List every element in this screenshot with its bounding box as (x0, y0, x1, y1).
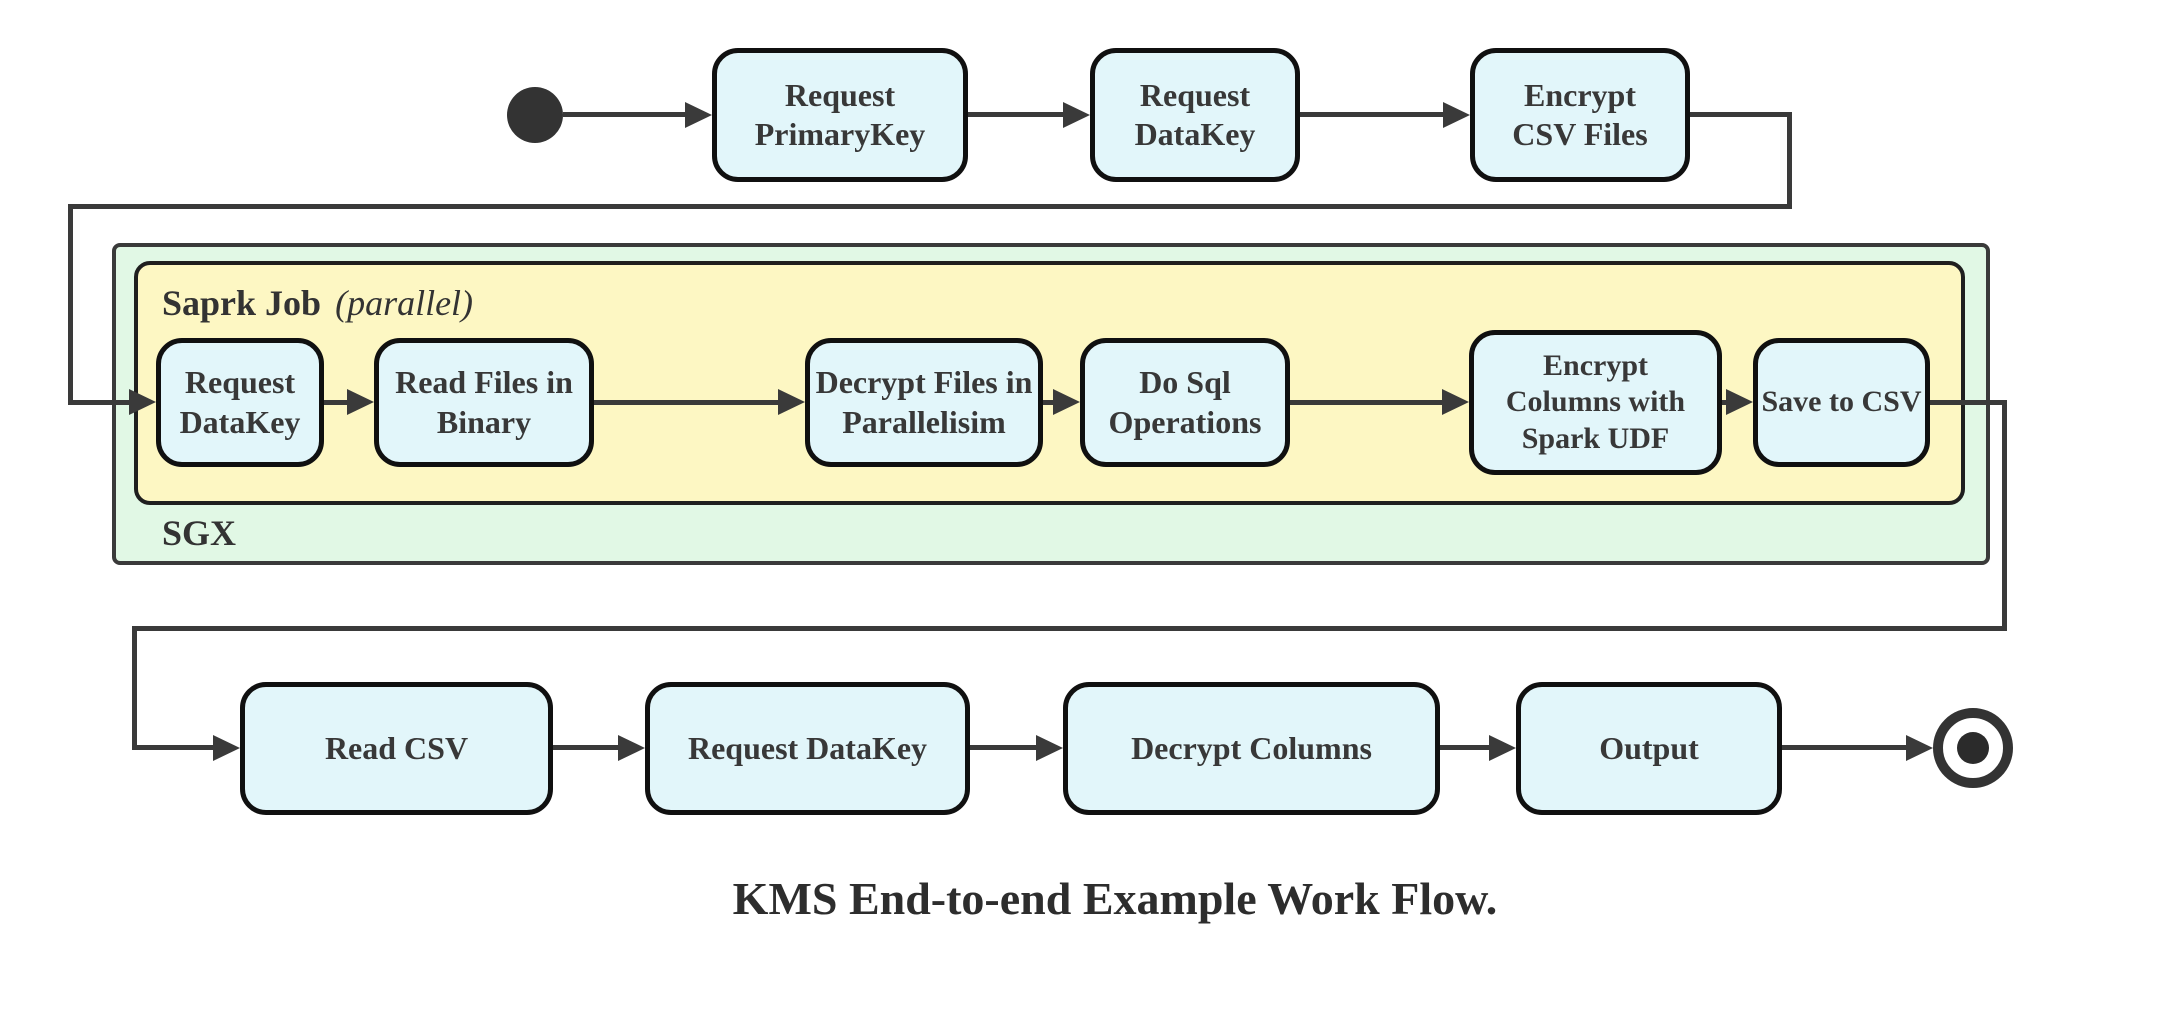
spark-job-label-bold: Saprk Job (162, 283, 322, 323)
arrowhead-icon (685, 102, 712, 128)
arrowhead-icon (1053, 389, 1080, 415)
edge-return-left (68, 204, 1792, 209)
spark-job-label-parallel: (parallel) (335, 283, 474, 323)
arrowhead-icon (1726, 389, 1753, 415)
edge-output-to-end (1782, 745, 1912, 750)
arrowhead-icon (1489, 735, 1516, 761)
arrowhead-icon (129, 389, 156, 415)
edge-m3-m4 (1043, 400, 1059, 405)
edge-b2-b3 (970, 745, 1040, 750)
arrowhead-icon (213, 735, 240, 761)
node-request-datakey-bottom: Request DataKey (645, 682, 970, 815)
arrowhead-icon (1442, 389, 1469, 415)
diagram-title: KMS End-to-end Example Work Flow. (732, 873, 1498, 924)
node-decrypt-columns: Decrypt Columns (1063, 682, 1440, 815)
edge-encrypt-csv-exit (1690, 112, 1792, 117)
arrowhead-icon (1036, 735, 1063, 761)
edge-save-csv-exit (1930, 400, 2007, 405)
arrowhead-icon (1906, 735, 1933, 761)
node-request-datakey-sgx: Request DataKey (156, 338, 324, 467)
edge-m4-m5 (1290, 400, 1448, 405)
arrowhead-icon (1063, 102, 1090, 128)
edge-save-csv-down (2002, 400, 2007, 631)
edge-primarykey-to-datakey (968, 112, 1068, 117)
node-request-datakey-top: Request DataKey (1090, 48, 1300, 182)
spark-job-label: Saprk Job (parallel) (162, 282, 473, 324)
edge-m1-m2 (324, 400, 354, 405)
node-output: Output (1516, 682, 1782, 815)
edge-into-read-csv (132, 745, 217, 750)
arrowhead-icon (618, 735, 645, 761)
sgx-label: SGX (162, 513, 237, 553)
node-read-files-in-binary: Read Files in Binary (374, 338, 594, 467)
node-request-primarykey: Request PrimaryKey (712, 48, 968, 182)
edge-m2-m3 (594, 400, 784, 405)
edge-datakey-to-encrypt-csv (1300, 112, 1448, 117)
arrowhead-icon (778, 389, 805, 415)
edge-down-to-read-csv (132, 626, 137, 750)
node-encrypt-csv-files: Encrypt CSV Files (1470, 48, 1690, 182)
edge-into-sgx (68, 400, 134, 405)
node-decrypt-files-in-parallelisim: Decrypt Files in Parallelisim (805, 338, 1043, 467)
start-state-icon (507, 87, 563, 143)
edge-b3-output (1440, 745, 1495, 750)
edge-encrypt-csv-down (1787, 112, 1792, 208)
node-read-csv: Read CSV (240, 682, 553, 815)
node-encrypt-columns-with-spark-udf: Encrypt Columns with Spark UDF (1469, 330, 1722, 475)
edge-down-to-sgx (68, 204, 73, 404)
end-state-icon (1933, 708, 2013, 788)
arrowhead-icon (347, 389, 374, 415)
node-save-to-csv: Save to CSV (1753, 338, 1930, 467)
edge-return-left-2 (132, 626, 2007, 631)
end-state-dot-icon (1957, 732, 1989, 764)
arrowhead-icon (1443, 102, 1470, 128)
edge-start-to-request-primarykey (563, 112, 690, 117)
node-do-sql-operations: Do Sql Operations (1080, 338, 1290, 467)
edge-b1-b2 (553, 745, 623, 750)
